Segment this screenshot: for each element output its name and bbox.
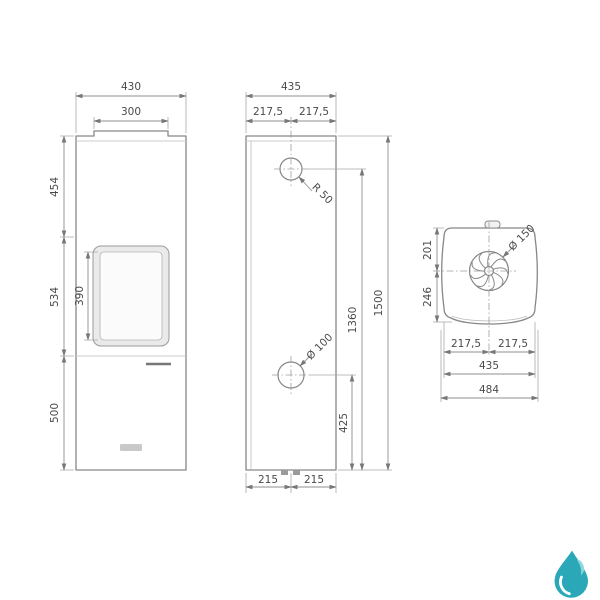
logo-accent xyxy=(577,560,585,576)
front-window-glass xyxy=(99,251,163,341)
front-width-extensions xyxy=(75,92,187,133)
dim-label-front-width-inset: 300 xyxy=(121,106,141,118)
dim-label-front-width-total: 430 xyxy=(121,81,141,93)
side-foot-right xyxy=(293,470,300,475)
top-handle-tab xyxy=(484,220,501,229)
dim-label-top-max-width: 484 xyxy=(479,384,499,396)
side-outlet-leader xyxy=(299,353,313,367)
top-flue-leader xyxy=(502,244,516,258)
dim-label-top-body-width: 435 xyxy=(479,360,499,372)
dim-label-side-flue-radius: R 50 xyxy=(309,181,334,206)
watermark-logo xyxy=(554,550,588,598)
top-body-outline xyxy=(441,227,538,325)
dim-label-top-half-left: 217,5 xyxy=(451,338,481,350)
dim-label-side-flue-height: 1360 xyxy=(347,307,359,334)
side-height-extensions xyxy=(308,135,392,471)
dim-label-side-half-right: 217,5 xyxy=(299,106,329,118)
front-body-outline xyxy=(75,130,187,471)
dim-label-side-outlet-diameter: Ø 100 xyxy=(304,331,335,362)
side-view: R 50 Ø 100 435 217,5 217,5 1360 1500 425… xyxy=(245,81,392,493)
front-inset-extensions xyxy=(93,117,169,129)
side-base-extensions xyxy=(245,473,337,493)
side-foot-left xyxy=(281,470,288,475)
dim-label-front-height-middle: 534 xyxy=(49,287,61,307)
top-fan-blades xyxy=(470,252,509,291)
dim-label-front-height-upper: 454 xyxy=(49,177,61,197)
dim-label-top-half-right: 217,5 xyxy=(498,338,528,350)
front-height-extensions xyxy=(60,135,74,471)
dim-label-side-width-total: 435 xyxy=(281,81,301,93)
top-front-door-curve xyxy=(451,315,528,322)
dim-label-side-base-right: 215 xyxy=(304,474,324,486)
logo-swoosh xyxy=(559,575,571,596)
dim-label-front-height-base: 500 xyxy=(49,403,61,423)
side-top-extensions xyxy=(245,92,337,133)
dim-label-side-base-left: 215 xyxy=(258,474,278,486)
dim-label-side-total-height: 1500 xyxy=(373,290,385,317)
dim-label-top-depth-front: 246 xyxy=(422,287,434,307)
dim-label-front-glass-height: 390 xyxy=(74,286,86,306)
top-depth-extensions xyxy=(433,227,452,323)
front-brand-plate xyxy=(120,444,142,451)
top-view: Ø 150 201 246 217,5 217,5 435 484 xyxy=(422,220,539,402)
dim-label-top-flue-diameter: Ø 150 xyxy=(506,222,537,253)
dim-label-top-depth-back: 201 xyxy=(422,240,434,260)
dim-label-side-half-left: 217,5 xyxy=(253,106,283,118)
dim-label-side-outlet-height: 425 xyxy=(338,413,350,433)
side-flue-leader xyxy=(298,176,313,192)
front-view: 430 300 454 534 500 390 xyxy=(49,81,187,471)
logo-drop-icon xyxy=(554,550,588,598)
